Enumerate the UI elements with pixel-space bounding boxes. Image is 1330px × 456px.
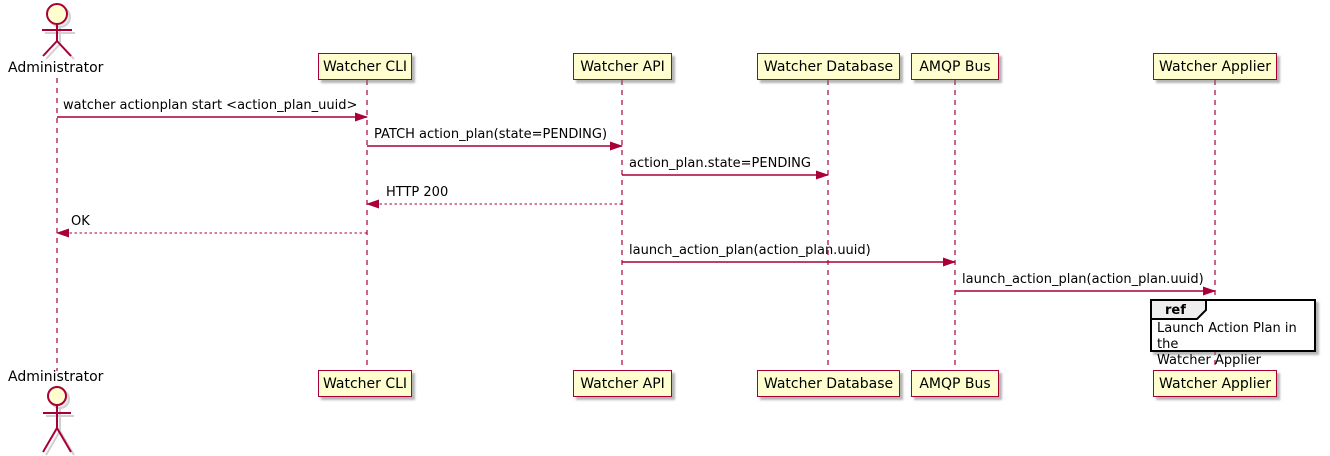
participant-label: Watcher API <box>580 375 665 392</box>
message-label-6: launch_action_plan(action_plan.uuid) <box>629 243 871 258</box>
participant-label: AMQP Bus <box>919 375 991 392</box>
message-arrows <box>56 112 1216 296</box>
participant-label: Watcher Applier <box>1159 375 1271 392</box>
participant-amqp-bus-top: AMQP Bus <box>911 53 999 80</box>
participant-label: Watcher Applier <box>1159 58 1271 75</box>
actor-administrator-top-figure <box>42 3 72 57</box>
participant-label: Watcher CLI <box>322 375 408 392</box>
message-label-4: HTTP 200 <box>386 185 449 200</box>
participant-label: AMQP Bus <box>919 58 991 75</box>
ref-tab-pentagon: ref <box>1150 299 1207 320</box>
participant-watcher-cli-bottom: Watcher CLI <box>318 370 412 397</box>
participant-watcher-database-bottom: Watcher Database <box>757 370 900 397</box>
ref-text-line-1: Launch Action Plan in the <box>1157 321 1297 352</box>
actor-administrator-bottom-figure <box>42 386 72 453</box>
actor-head <box>46 3 68 25</box>
lifelines <box>56 78 1216 371</box>
message-label-3: action_plan.state=PENDING <box>629 156 811 171</box>
actor-administrator-label-top: Administrator <box>8 60 104 76</box>
message-label-5: OK <box>71 214 90 229</box>
participant-label: Watcher CLI <box>322 58 408 75</box>
participant-watcher-cli-top: Watcher CLI <box>318 53 412 80</box>
participant-watcher-database-top: Watcher Database <box>757 53 900 80</box>
message-label-2: PATCH action_plan(state=PENDING) <box>374 127 608 142</box>
participant-watcher-api-bottom: Watcher API <box>573 370 672 397</box>
participant-label: Watcher Database <box>763 58 894 75</box>
participant-watcher-api-top: Watcher API <box>573 53 672 80</box>
participant-watcher-applier-bottom: Watcher Applier <box>1153 370 1277 397</box>
ref-body: Launch Action Plan in the Watcher Applie… <box>1152 301 1314 369</box>
participant-amqp-bus-bottom: AMQP Bus <box>911 370 999 397</box>
message-label-7: launch_action_plan(action_plan.uuid) <box>962 272 1204 287</box>
ref-keyword: ref <box>1165 303 1186 318</box>
ref-fragment: ref Launch Action Plan in the Watcher Ap… <box>1150 299 1316 368</box>
participant-label: Watcher API <box>580 58 665 75</box>
message-label-1: watcher actionplan start <action_plan_uu… <box>63 98 358 113</box>
participant-watcher-applier-top: Watcher Applier <box>1153 53 1277 80</box>
actor-head <box>47 386 67 406</box>
participant-label: Watcher Database <box>763 375 894 392</box>
ref-text-line-2: Watcher Applier <box>1157 353 1261 368</box>
actor-administrator-label-bottom: Administrator <box>8 369 104 385</box>
